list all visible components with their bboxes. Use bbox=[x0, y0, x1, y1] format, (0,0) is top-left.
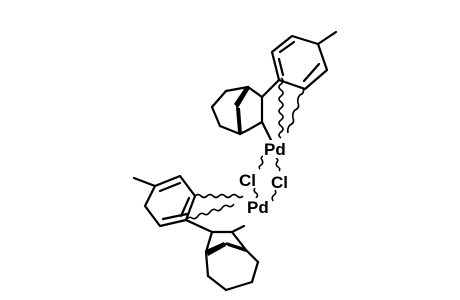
lower-wedge-2 bbox=[226, 242, 246, 252]
lower-methyl-bond bbox=[132, 176, 157, 188]
upper-methyl-bond bbox=[316, 30, 338, 46]
pd-cl-right-upper bbox=[275, 157, 281, 172]
upper-c-pd-bond bbox=[260, 120, 274, 144]
upper-wedge-1 bbox=[234, 86, 250, 108]
cl-right-mask bbox=[271, 174, 289, 190]
upper-wedge-2 bbox=[236, 108, 242, 134]
lower-cage-bond-8 bbox=[244, 248, 260, 264]
upper-aryl-link bbox=[260, 78, 281, 99]
lower-cage-bond-1 bbox=[204, 230, 214, 254]
lower-wavy-2 bbox=[185, 203, 235, 221]
lower-cage-bond-4 bbox=[204, 250, 210, 278]
upper-ring-double-3 bbox=[277, 57, 285, 77]
lower-cage-bond-3 bbox=[230, 230, 248, 252]
upper-aryl-ring bbox=[270, 30, 338, 91]
upper-ring-double-1 bbox=[278, 40, 296, 54]
cl-left-label: Cl bbox=[239, 171, 256, 190]
lower-cage-bond-6 bbox=[224, 280, 254, 292]
lower-wedge-1 bbox=[206, 242, 226, 256]
upper-wavy-2 bbox=[286, 87, 305, 134]
lower-norbornane bbox=[184, 218, 260, 292]
pd-top-label: Pd bbox=[264, 140, 286, 159]
upper-norbornane bbox=[210, 78, 281, 144]
pd-bottom-label: Pd bbox=[247, 198, 269, 217]
pd-top-mask bbox=[263, 140, 287, 158]
lower-cage-bond-7 bbox=[250, 260, 260, 284]
upper-ring-double-2 bbox=[302, 62, 321, 83]
upper-cage-bond-3 bbox=[246, 120, 264, 132]
upper-wavy-bonds bbox=[278, 77, 305, 139]
lower-aryl-ring bbox=[132, 174, 197, 228]
lower-ring-double-3 bbox=[179, 196, 191, 218]
upper-wavy-1 bbox=[278, 77, 284, 139]
lower-ring-double-1 bbox=[158, 181, 182, 193]
lower-ring-double-2 bbox=[161, 212, 189, 221]
cl-left-mask bbox=[239, 172, 257, 188]
pd-bottom-mask bbox=[246, 198, 270, 216]
lower-aryl-link bbox=[184, 218, 214, 234]
pd-cl-left-lower bbox=[253, 187, 259, 199]
cl-right-label: Cl bbox=[271, 173, 288, 192]
upper-cage-bond-6 bbox=[210, 105, 222, 128]
pd-cl-core bbox=[253, 155, 281, 202]
pd-cl-left-upper bbox=[258, 155, 264, 170]
lower-c-pd-bond bbox=[230, 224, 246, 234]
upper-cage-bond-4 bbox=[224, 85, 250, 93]
upper-cage-bond-7 bbox=[218, 124, 242, 136]
lower-wavy-bonds bbox=[185, 193, 244, 221]
upper-ligand bbox=[210, 30, 338, 144]
upper-cage-bond-1 bbox=[246, 85, 264, 99]
lower-ligand bbox=[132, 174, 260, 292]
upper-cage-bond-5 bbox=[210, 89, 228, 109]
lower-wavy-1 bbox=[194, 193, 244, 199]
pd-cl-right-lower bbox=[271, 189, 277, 202]
lower-cage-bond-5 bbox=[206, 274, 228, 292]
